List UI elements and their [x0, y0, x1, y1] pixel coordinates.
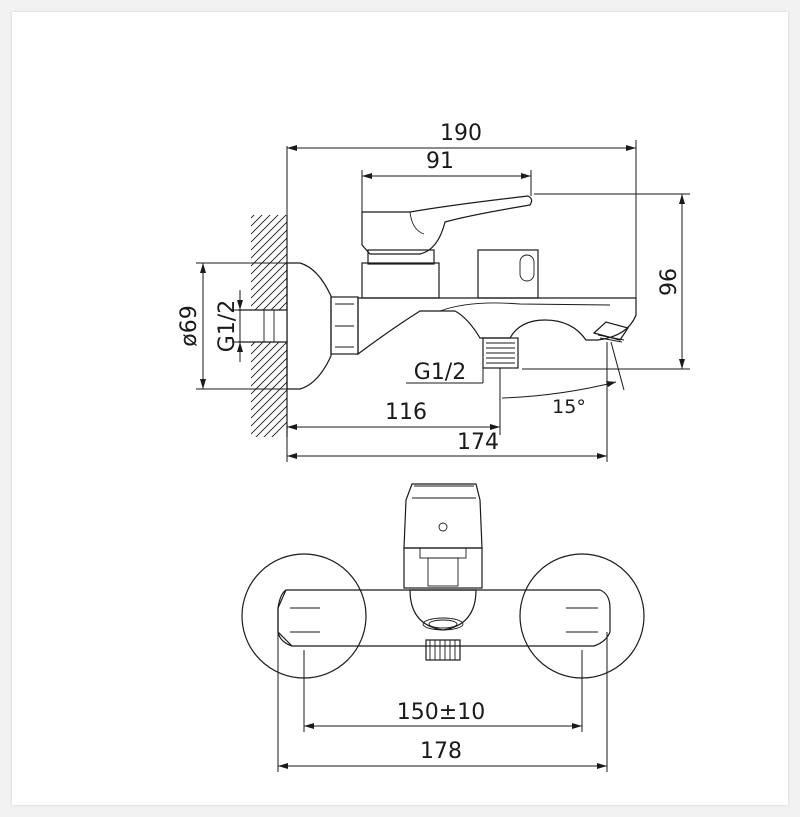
dim-190: 190 — [286, 121, 637, 298]
dim-angle-15-label: 15° — [552, 396, 586, 418]
dim-outlet-thread-label: G1/2 — [414, 360, 466, 385]
front-handle[interactable] — [403, 483, 483, 549]
diverter-knob[interactable] — [477, 249, 539, 299]
dim-96: 96 — [522, 193, 690, 370]
hatch-line — [251, 215, 263, 227]
body-contour — [439, 302, 611, 312]
dim-178-label: 178 — [420, 739, 462, 764]
outlet-thread — [482, 337, 519, 369]
dim-190-label: 190 — [440, 121, 482, 146]
dim-174-label: 174 — [457, 430, 499, 455]
dim-150: 150±10 — [303, 650, 583, 732]
handle-contour — [409, 211, 425, 235]
left-connector — [277, 589, 293, 647]
side-view: 190 91 96 ø69 — [177, 121, 690, 462]
drawing-sheet — [12, 12, 788, 805]
dim-174: 174 — [286, 342, 608, 462]
dim-phi69: ø69 — [177, 262, 300, 390]
aerator — [592, 321, 629, 343]
hatch-line — [251, 215, 271, 235]
dim-91-label: 91 — [426, 149, 454, 174]
dim-116: 116 — [287, 368, 501, 435]
spout-body — [357, 297, 637, 356]
connection-nut — [330, 296, 359, 355]
front-body — [277, 589, 611, 647]
dim-angle-15: 15° — [501, 341, 625, 418]
dim-phi69-label: ø69 — [177, 305, 202, 346]
dim-116-label: 116 — [385, 400, 427, 425]
cartridge-housing — [361, 249, 440, 299]
inlet-pipe — [238, 309, 287, 343]
dim-inlet-thread-label: G1/2 — [215, 300, 240, 352]
dim-178: 178 — [277, 632, 608, 772]
front-outlet-thread — [425, 639, 461, 661]
hatch-line — [251, 215, 287, 251]
front-cartridge — [403, 547, 483, 589]
front-spout-outlet — [409, 589, 477, 631]
dim-150-label: 150±10 — [397, 700, 485, 725]
dim-96-label: 96 — [657, 268, 682, 296]
lever-handle[interactable] — [361, 195, 533, 255]
front-view: 150±10 178 — [241, 483, 645, 772]
hatch-line — [251, 215, 279, 243]
dim-outlet-thread: G1/2 — [406, 360, 484, 385]
dim-inlet-thread: G1/2 — [215, 290, 264, 362]
wall-flange — [286, 262, 332, 390]
hatch-line — [251, 215, 255, 219]
dim-91: 91 — [361, 149, 532, 212]
